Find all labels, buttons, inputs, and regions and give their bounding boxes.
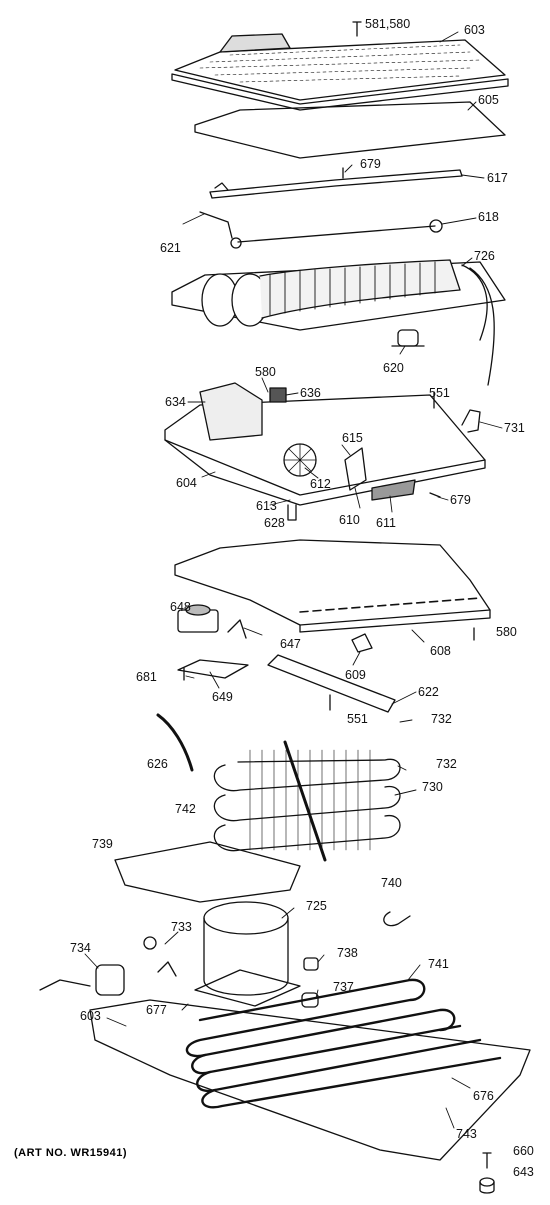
part-741-drain-coil	[185, 978, 502, 1109]
label-677: 677	[146, 1003, 167, 1017]
label-551-a: 551	[429, 386, 450, 400]
part-731-bracket	[461, 409, 481, 433]
label-676: 676	[473, 1089, 494, 1103]
label-737: 737	[333, 980, 354, 994]
label-741: 741	[428, 957, 449, 971]
label-603-b: 603	[80, 1009, 101, 1023]
part-603-top-frame	[171, 33, 509, 111]
part-740-clip	[383, 911, 411, 927]
label-604: 604	[176, 476, 197, 490]
label-681: 681	[136, 670, 157, 684]
label-609: 609	[345, 668, 366, 682]
label-615: 615	[342, 431, 363, 445]
part-617-bar	[209, 169, 463, 199]
label-732-b: 732	[436, 757, 457, 771]
label-739: 739	[92, 837, 113, 851]
part-648-timer	[177, 604, 249, 679]
label-605: 605	[478, 93, 499, 107]
label-660: 660	[513, 1144, 534, 1158]
label-643: 643	[513, 1165, 534, 1179]
part-622-strip	[267, 654, 396, 713]
label-679-b: 679	[450, 493, 471, 507]
label-726: 726	[474, 249, 495, 263]
label-581-580: 581,580	[365, 17, 411, 31]
label-610: 610	[339, 513, 360, 527]
part-604-fan-housing	[164, 382, 486, 521]
label-636: 636	[300, 386, 321, 400]
label-731: 731	[504, 421, 525, 435]
label-621: 621	[160, 241, 181, 255]
label-611: 611	[376, 516, 396, 530]
part-734-relay	[39, 936, 177, 996]
label-551-b: 551	[347, 712, 368, 726]
label-618: 618	[478, 210, 499, 224]
leader-lines	[84, 31, 503, 1129]
label-617: 617	[487, 171, 508, 185]
part-726-evaporator-coil	[171, 259, 506, 386]
part-626-cord	[156, 713, 194, 772]
label-725: 725	[306, 899, 327, 913]
label-626: 626	[147, 757, 168, 771]
label-648: 648	[170, 600, 191, 614]
part-screws	[183, 21, 475, 711]
label-679-top: 679	[360, 157, 381, 171]
art-number: (ART NO. WR15941)	[14, 1147, 128, 1159]
label-730: 730	[422, 780, 443, 794]
label-733: 733	[171, 920, 192, 934]
part-725-compressor	[194, 901, 301, 1007]
part-739-drain-pan	[114, 841, 301, 903]
label-738: 738	[337, 946, 358, 960]
label-734: 734	[70, 941, 91, 955]
label-740: 740	[381, 876, 402, 890]
label-649: 649	[212, 690, 233, 704]
label-628: 628	[264, 516, 285, 530]
label-612: 612	[310, 477, 331, 491]
part-609	[351, 633, 373, 653]
part-608-cover	[174, 539, 491, 633]
part-620	[391, 329, 425, 347]
part-618-rod	[199, 211, 443, 249]
label-743: 743	[456, 1127, 477, 1141]
label-613: 613	[256, 499, 277, 513]
label-608: 608	[430, 644, 451, 658]
label-647: 647	[280, 637, 301, 651]
label-580-b: 580	[496, 625, 517, 639]
label-732-a: 732	[431, 712, 452, 726]
part-605-plate	[194, 101, 506, 159]
label-742: 742	[175, 802, 196, 816]
label-620: 620	[383, 361, 404, 375]
label-580-a: 580	[255, 365, 276, 379]
part-base-pan	[89, 999, 531, 1161]
label-603-top: 603	[464, 23, 485, 37]
label-634: 634	[165, 395, 186, 409]
part-730-condenser	[213, 740, 401, 862]
part-660-643	[479, 1152, 495, 1194]
label-622: 622	[418, 685, 439, 699]
